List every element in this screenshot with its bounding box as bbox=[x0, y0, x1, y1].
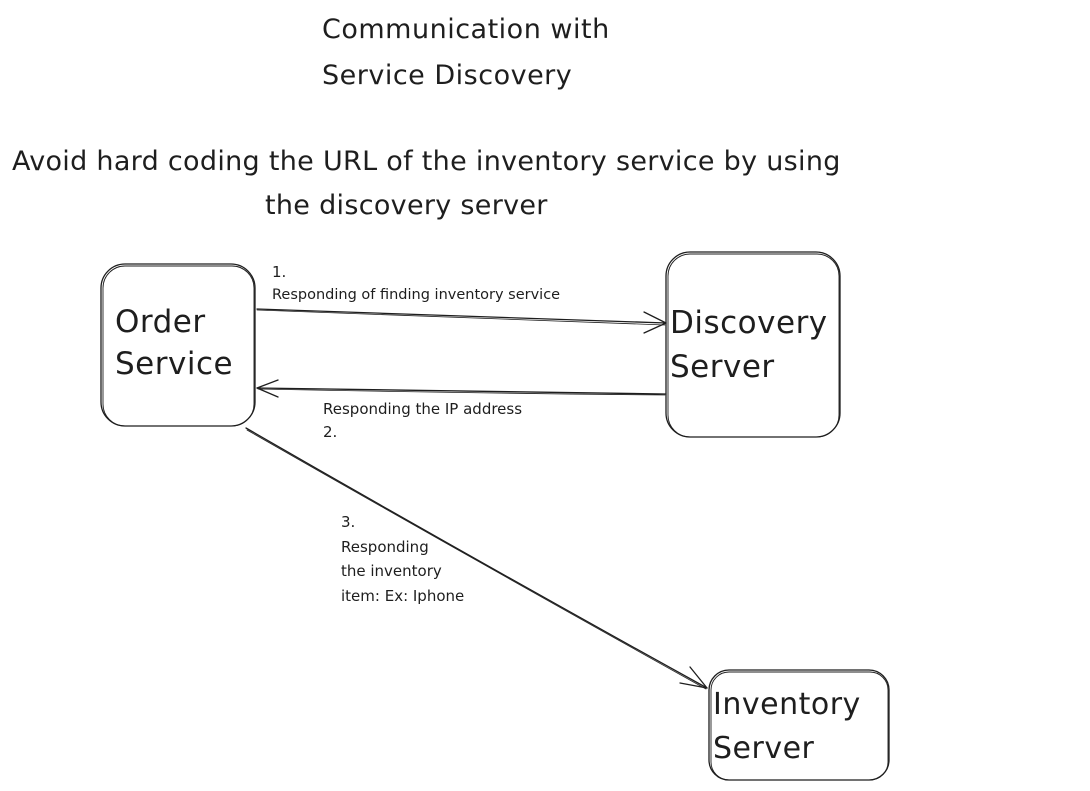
step-2-number: 2. bbox=[323, 423, 338, 441]
step-3-label-line-1: Responding bbox=[341, 538, 429, 556]
step-1-number: 1. bbox=[272, 263, 287, 281]
step-3-label-line-3: item: Ex: Iphone bbox=[341, 587, 465, 605]
step-2-label: Responding the IP address bbox=[323, 400, 523, 418]
diagram-subtitle-line-2: the discovery server bbox=[265, 190, 548, 221]
discovery-server-box[interactable] bbox=[665, 251, 841, 438]
discovery-server-label-line-1: Discovery bbox=[670, 305, 828, 341]
diagram-title-line-1: Communication with bbox=[322, 14, 610, 45]
step-3-label-line-2: the inventory bbox=[341, 562, 442, 580]
arrow-order-to-discovery bbox=[256, 308, 667, 334]
inventory-server-box[interactable] bbox=[708, 669, 890, 781]
inventory-server-label-line-1: Inventory bbox=[713, 687, 861, 722]
inventory-server-label-line-2: Server bbox=[713, 731, 815, 766]
discovery-server-label-line-2: Server bbox=[670, 349, 775, 385]
diagram-subtitle-line-1: Avoid hard coding the URL of the invento… bbox=[12, 146, 841, 177]
step-3-number: 3. bbox=[341, 513, 356, 531]
arrow-discovery-to-order bbox=[256, 379, 667, 398]
diagram-title-line-2: Service Discovery bbox=[322, 60, 573, 91]
step-1-label: Responding of finding inventory service bbox=[272, 287, 561, 303]
arrow-order-to-inventory bbox=[245, 427, 708, 690]
order-service-label-line-1: Order bbox=[115, 304, 206, 340]
order-service-label-line-2: Service bbox=[115, 346, 234, 382]
order-service-box[interactable] bbox=[100, 263, 256, 427]
